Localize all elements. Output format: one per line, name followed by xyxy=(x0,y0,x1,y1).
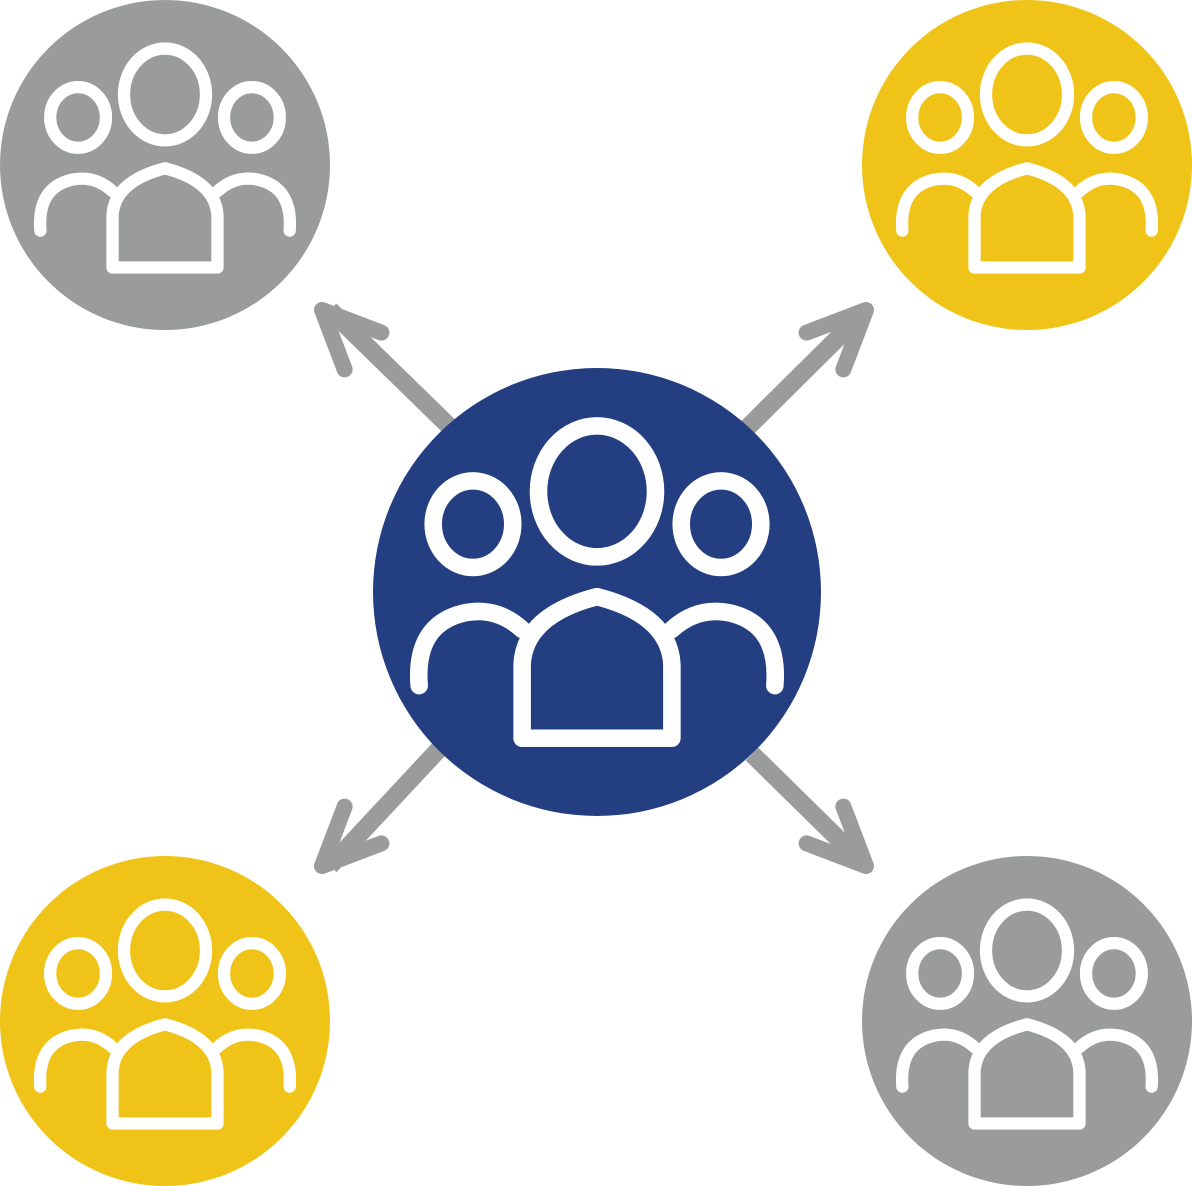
node-top-left xyxy=(0,0,330,330)
node-bottom-left xyxy=(0,856,330,1186)
arrow-to-bottom-left xyxy=(304,741,447,884)
arrow-to-top-right xyxy=(736,292,884,439)
node-bottom-right xyxy=(862,856,1192,1186)
node-center xyxy=(373,368,821,816)
arrow-to-top-left xyxy=(304,292,462,439)
node-top-right xyxy=(862,0,1192,330)
arrow-to-bottom-right xyxy=(745,747,884,884)
